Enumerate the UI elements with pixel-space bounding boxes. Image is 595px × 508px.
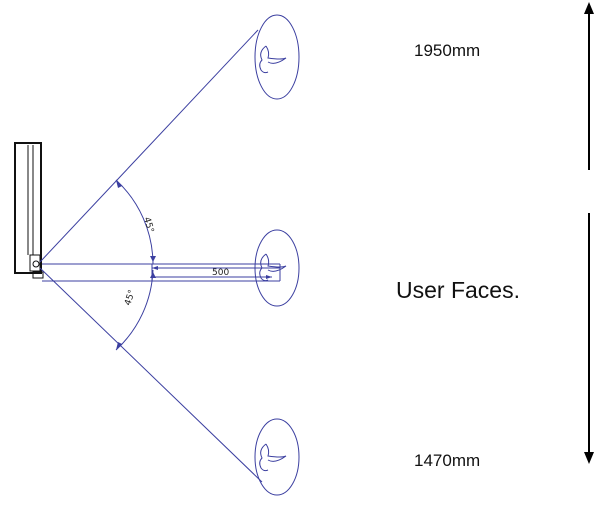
face-caption: User Faces. xyxy=(396,277,520,303)
face-outline-top xyxy=(254,14,300,100)
lower-boundary-line xyxy=(39,267,263,483)
lower-angle-label: 45° xyxy=(123,289,137,307)
bottom-height-label: 1470mm xyxy=(414,451,480,470)
device-unit xyxy=(14,142,44,279)
upper-boundary-line xyxy=(39,29,259,263)
distance-label: 500 xyxy=(212,268,229,278)
lower-angle-arc xyxy=(115,269,154,351)
top-height-label: 1950mm xyxy=(414,41,480,60)
up-arrow xyxy=(584,2,594,170)
arrow-up-icon xyxy=(584,2,594,14)
distance-guide xyxy=(42,263,281,282)
face-outline-bottom xyxy=(254,418,300,496)
upper-angle-arc xyxy=(115,179,154,265)
arrow-down-icon xyxy=(584,452,594,464)
device-base xyxy=(32,271,44,279)
upper-angle-label: 45° xyxy=(141,216,155,234)
device-body xyxy=(14,142,42,274)
face-outline-middle xyxy=(254,229,300,307)
device-bracket xyxy=(29,254,41,272)
camera-lens-icon xyxy=(32,260,40,268)
down-arrow xyxy=(584,213,594,464)
